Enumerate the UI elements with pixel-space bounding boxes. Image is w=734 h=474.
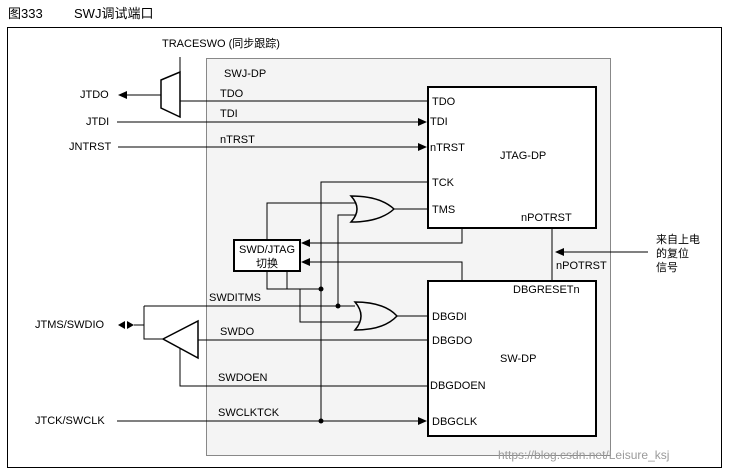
swdp-pin-dbgdo: DBGDO [432,335,473,347]
sw-dp-block [427,280,597,437]
jtag-pin-npotrst: nPOTRST [521,212,572,224]
trace-mux-symbol [160,70,181,119]
signal-swclktck: SWCLKTCK [218,407,280,419]
signal-swdoen: SWDOEN [218,372,268,384]
pin-jtms-swdio: JTMS/SWDIO [35,319,105,331]
pin-jtdi: JTDI [86,116,110,128]
or-gate-lower [353,301,399,331]
sw-dp-name: SW-DP [500,353,537,365]
swd-jtag-switch: SWD/JTAG 切换 [233,239,301,272]
swdp-pin-dbgresetn: DBGRESETn [513,284,580,296]
signal-npotrst: nPOTRST [556,260,607,272]
switch-label-line2: 切换 [256,258,278,270]
jtag-pin-ntrst: nTRST [430,142,465,154]
swdp-pin-dbgdoen: DBGDOEN [430,380,486,392]
or-gate-upper [349,195,396,223]
signal-swdo: SWDO [220,326,255,338]
watermark: https://blog.csdn.net/Leisure_ksj [498,448,670,462]
pin-jtck-swclk: JTCK/SWCLK [35,415,105,427]
swdp-pin-dbgdi: DBGDI [432,311,467,323]
signal-tdo: TDO [220,88,244,100]
signal-tdi: TDI [220,108,238,120]
switch-label-line1: SWD/JTAG [238,244,295,256]
figure-number: 图333 [8,6,43,21]
signal-ntrst: nTRST [220,134,255,146]
jtag-pin-tck: TCK [432,177,454,189]
figure-title: SWJ调试端口 [74,6,154,21]
figure-frame [7,27,722,468]
swj-dp-label: SWJ-DP [224,68,267,80]
pin-jntrst: JNTRST [69,141,112,153]
signal-traceswo: TRACESWO (同步跟踪) [162,38,280,50]
signal-swditms: SWDITMS [209,292,261,304]
jtag-pin-tdo: TDO [432,96,456,108]
reset-source-line2: 的复位 [656,248,689,260]
swdp-pin-dbgclk: DBGCLK [432,416,478,428]
reset-source-line3: 信号 [656,262,678,274]
jtag-dp-name: JTAG-DP [500,150,547,162]
jtag-pin-tdi: TDI [430,116,448,128]
reset-source-line1: 来自上电 [656,234,700,246]
jtag-pin-tms: TMS [432,204,456,216]
pin-jtdo: JTDO [80,89,109,101]
jtag-dp-block [427,86,597,229]
